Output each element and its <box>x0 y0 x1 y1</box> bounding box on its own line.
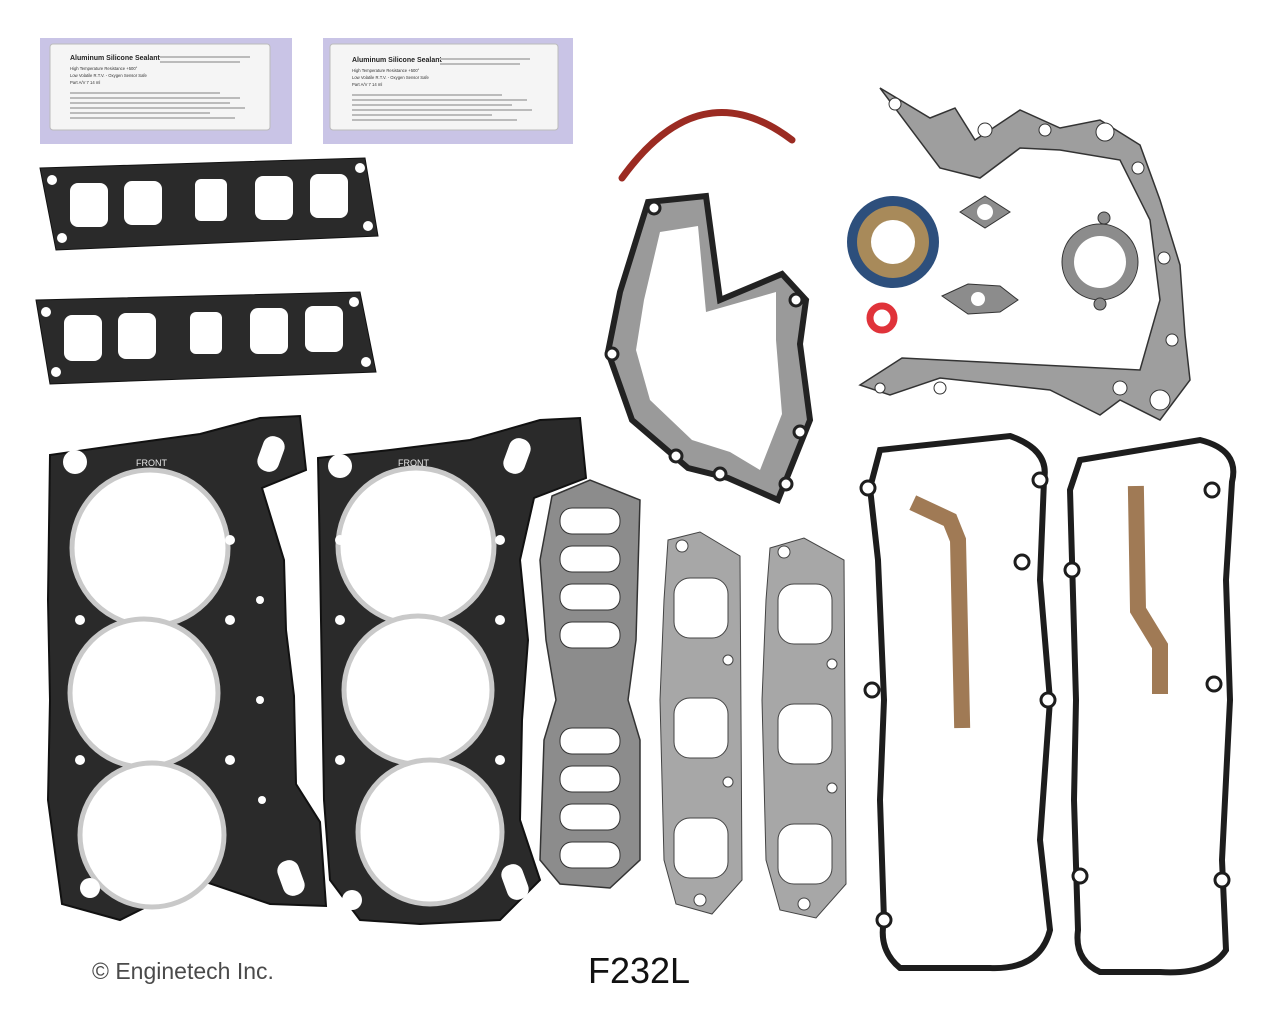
manifold-gasket-upper <box>39 157 379 251</box>
intake-plenum-gasket <box>539 479 641 889</box>
thermostat-gasket <box>959 195 1011 229</box>
sachet-2-line-2: Low Volatile R.T.V. - Oxygen Sensor Safe <box>352 75 430 80</box>
sachet-1-line-3: Part A/V 7 14 ml <box>70 80 100 85</box>
cork-strip-left <box>909 495 971 729</box>
sachet-2-line-1: High Temperature Resistance +500° <box>352 68 420 73</box>
head-gasket-left-front-mark: FRONT <box>136 458 167 468</box>
exhaust-gasket-right <box>761 537 847 919</box>
timing-cover-gasket <box>858 87 1191 421</box>
exhaust-gasket-left <box>659 531 743 915</box>
rear-main-seal <box>618 108 796 182</box>
manifold-gasket-lower <box>35 291 377 385</box>
egr-gasket <box>940 283 1019 315</box>
sachet-2-title: Aluminum Silicone Sealant <box>352 57 443 64</box>
head-gasket-left: FRONT <box>46 414 328 922</box>
sealant-sachet-1: Aluminum Silicone Sealant High Temperatu… <box>40 38 292 144</box>
valve-cover-gasket-left <box>859 432 1057 972</box>
sachet-1-line-2: Low Volatile R.T.V. - Oxygen Sensor Safe <box>70 73 148 78</box>
sachet-1-title: Aluminum Silicone Sealant <box>70 55 161 62</box>
o-ring-seal <box>866 302 898 334</box>
sealant-sachet-2: Aluminum Silicone Sealant High Temperatu… <box>323 38 573 144</box>
sachet-2-line-3: Part A/V 7 14 ml <box>352 82 382 87</box>
sachet-1-line-1: High Temperature Resistance +500° <box>70 66 138 71</box>
part-number: F232L <box>588 950 691 991</box>
water-pump-gasket <box>604 192 814 504</box>
head-gasket-right: FRONT <box>316 416 588 926</box>
cork-strip-right <box>1127 485 1168 694</box>
head-gasket-right-front-mark: FRONT <box>398 458 429 468</box>
distributor-gasket <box>1061 211 1139 311</box>
valve-cover-gasket-right <box>1063 436 1237 976</box>
front-crank-seal <box>847 196 939 288</box>
copyright-notice: © Enginetech Inc. <box>92 958 274 984</box>
